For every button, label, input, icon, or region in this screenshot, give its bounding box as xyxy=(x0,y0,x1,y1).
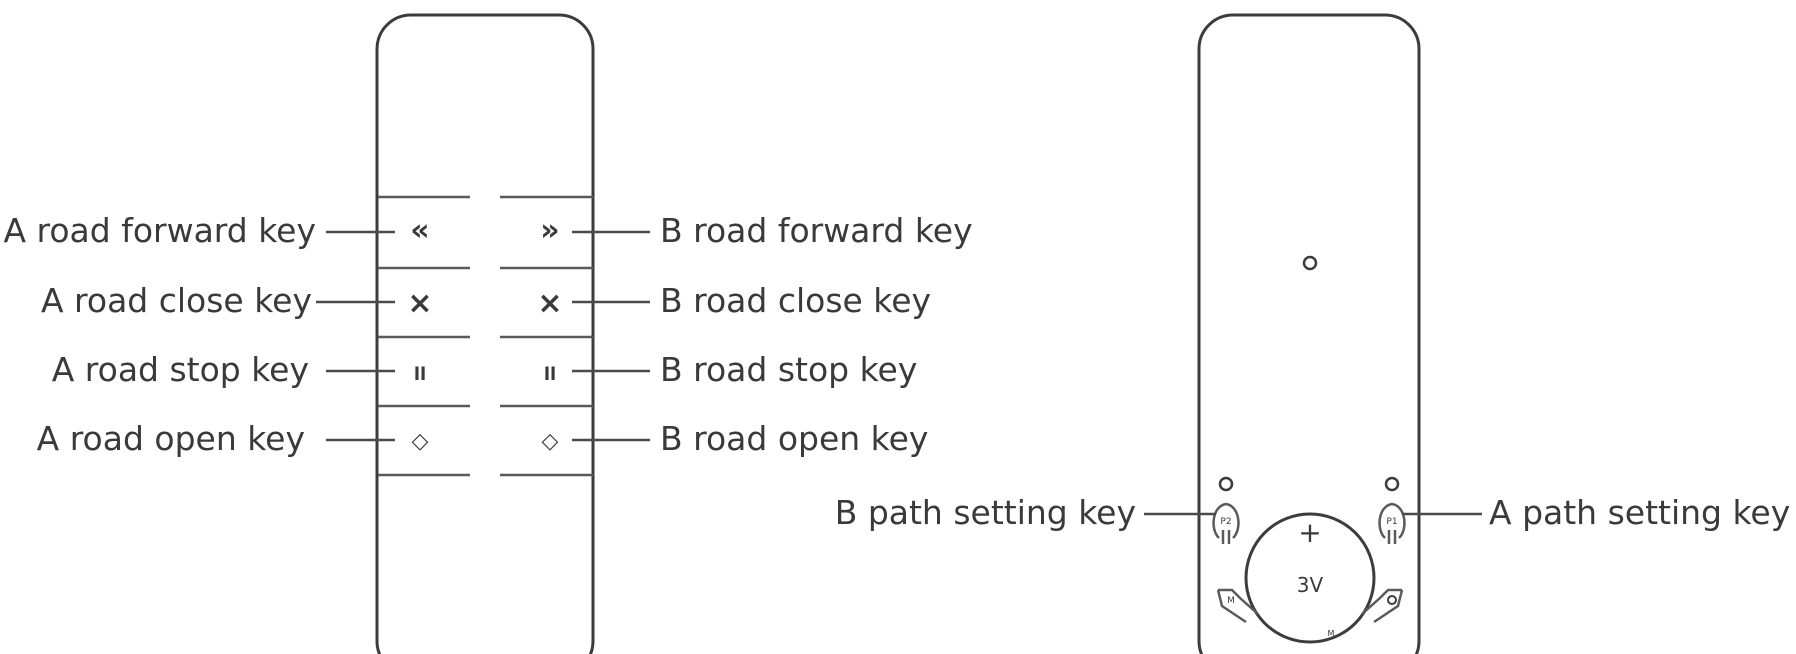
label-b-road-open: B road open key xyxy=(660,419,928,458)
hanging-hole-icon xyxy=(1302,255,1318,271)
label-a-path-setting: A path setting key xyxy=(1489,493,1790,532)
label-b-road-stop: B road stop key xyxy=(660,350,917,389)
m-key-label: M xyxy=(1227,596,1235,606)
bottom-m-mark: M xyxy=(1328,629,1335,638)
front-leader-lines xyxy=(316,230,650,442)
key-separators xyxy=(378,195,593,477)
label-b-road-close: B road close key xyxy=(660,281,931,320)
battery-circle xyxy=(1244,512,1376,644)
b-road-stop-key[interactable]: ll xyxy=(544,364,556,385)
m-key[interactable]: M xyxy=(1216,588,1259,624)
indicator-dot-left-icon xyxy=(1218,476,1234,492)
battery-plus-sign: + xyxy=(1298,516,1321,549)
label-b-road-forward: B road forward key xyxy=(660,211,973,250)
label-b-path-setting: B path setting key xyxy=(835,493,1136,532)
reset-dot-icon xyxy=(1387,595,1397,605)
p2-key-label: P2 xyxy=(1220,517,1231,527)
a-path-setting-key[interactable]: P1 xyxy=(1378,502,1406,544)
reset-key[interactable] xyxy=(1361,588,1404,624)
p2-key-icon xyxy=(1212,502,1240,544)
label-a-road-stop: A road stop key xyxy=(52,350,309,389)
back-remote-body xyxy=(1197,13,1421,654)
p1-key-icon xyxy=(1378,502,1406,544)
b-path-setting-key[interactable]: P2 xyxy=(1212,502,1240,544)
b-road-forward-key[interactable]: » xyxy=(540,213,559,248)
back-remote: + 3V P2 P1 M M B path setting key A path… xyxy=(835,13,1790,654)
front-remote-body xyxy=(375,13,595,654)
label-a-road-close: A road close key xyxy=(41,281,312,320)
m-key-icon xyxy=(1216,588,1259,624)
label-a-road-open: A road open key xyxy=(37,419,305,458)
a-road-forward-key[interactable]: « xyxy=(410,213,429,248)
indicator-dot-right-icon xyxy=(1384,476,1400,492)
label-a-road-forward: A road forward key xyxy=(3,211,316,250)
reset-key-icon xyxy=(1361,588,1404,624)
battery-voltage: 3V xyxy=(1297,573,1324,597)
a-road-stop-key[interactable]: ll xyxy=(414,364,426,385)
a-road-close-key[interactable]: × xyxy=(407,286,432,321)
b-road-open-key[interactable]: ◇ xyxy=(542,429,559,454)
p1-key-label: P1 xyxy=(1386,517,1397,527)
a-road-open-key[interactable]: ◇ xyxy=(412,429,429,454)
battery-compartment: + 3V xyxy=(1244,512,1376,644)
b-road-close-key[interactable]: × xyxy=(537,286,562,321)
front-remote: « » × × ll ll ◇ ◇ A road forward key A r… xyxy=(3,13,973,654)
